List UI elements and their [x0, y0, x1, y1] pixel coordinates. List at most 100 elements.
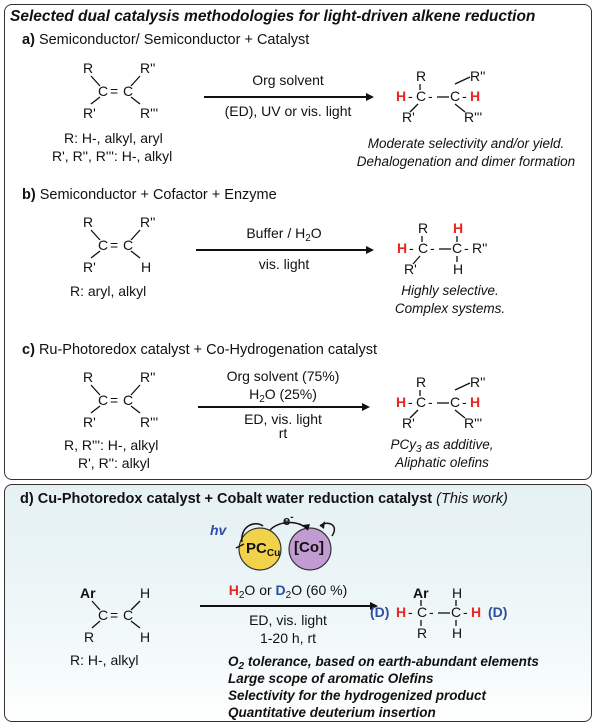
- b-product-R2: R'': [472, 240, 488, 256]
- a-product-C2: C: [450, 88, 461, 104]
- c-reaction-arrow: [198, 403, 370, 410]
- b-r-label-1: R: aryl, alkyl: [70, 283, 147, 299]
- a-reactant-C1: C: [98, 83, 109, 99]
- a-reactant-double-bond: =: [110, 83, 119, 99]
- d-product-dash-3: -: [463, 604, 468, 620]
- c-product-dash-1: -: [408, 394, 413, 410]
- co-label: [Co]: [294, 539, 324, 556]
- d-product-D-left: (D): [370, 604, 390, 620]
- c-condition-top-2: H2O (25%): [249, 386, 317, 405]
- section-d-heading: d) Cu-Photoredox catalyst + Cobalt water…: [20, 491, 508, 507]
- electron-label: e-: [283, 512, 294, 528]
- b-product-H-top: H: [453, 220, 464, 236]
- a-note-1: Moderate selectivity and/or yield.: [367, 136, 565, 151]
- a-product-R: R: [416, 68, 427, 84]
- b-reactant-R2: R'': [140, 214, 156, 230]
- figure-title: Selected dual catalysis methodologies fo…: [10, 8, 536, 25]
- d-product-dash-1: -: [408, 604, 413, 620]
- b-note-1: Highly selective.: [401, 283, 499, 298]
- d-product-H-top: H: [452, 585, 463, 601]
- c-reactant-R: R: [83, 369, 94, 385]
- a-product-dash-2: -: [428, 88, 433, 104]
- d-product-C2: C: [451, 604, 462, 620]
- d-product-D-right: (D): [488, 604, 508, 620]
- pc-cu-label: PCCu: [246, 540, 281, 559]
- a-product-H-left: H: [396, 88, 407, 104]
- c-reactant-R1: R': [83, 414, 96, 430]
- co-circle: [288, 527, 332, 571]
- b-product-R: R: [418, 220, 429, 236]
- d-reactant-Ar: Ar: [80, 585, 96, 601]
- a-reactant-R1: R': [83, 105, 96, 121]
- a-product-R3: R''': [464, 109, 483, 125]
- b-condition-bottom: vis. light: [258, 256, 310, 272]
- top-panel: [4, 4, 592, 480]
- c-product-R2: R'': [470, 374, 486, 390]
- hv-arrow-head-line: [235, 543, 245, 549]
- a-reactant-R3: R''': [140, 105, 159, 121]
- pc-cu-circle: [238, 527, 282, 571]
- b-reactant-R: R: [83, 214, 94, 230]
- c-product-C2: C: [450, 394, 461, 410]
- b-product-C1: C: [418, 240, 429, 256]
- b-product-dash-3: -: [464, 240, 469, 256]
- b-product-R1: R': [404, 261, 417, 277]
- d-feature-4: Quantitative deuterium insertion: [228, 705, 436, 720]
- b-product-C2: C: [452, 240, 463, 256]
- a-condition-top: Org solvent: [252, 72, 324, 88]
- b-reaction-arrow: [196, 246, 374, 253]
- a-product-C1: C: [416, 88, 427, 104]
- d-feature-3: Selectivity for the hydrogenized product: [228, 688, 487, 703]
- d-reactant-H-bottom: H: [140, 629, 151, 645]
- a-reactant-C2: C: [123, 83, 134, 99]
- b-product-H-bottom: H: [453, 261, 464, 277]
- c-product-dash-3: -: [462, 394, 467, 410]
- d-reaction-arrow: [200, 602, 378, 609]
- c-reactant-R3: R''': [140, 414, 159, 430]
- d-reactant-C1: C: [98, 607, 109, 623]
- c-product-dash-2: -: [428, 394, 433, 410]
- c-reactant-R2: R'': [140, 369, 156, 385]
- c-condition-top-1: Org solvent (75%): [226, 368, 340, 384]
- section-a-heading: a) Semiconductor/ Semiconductor + Cataly…: [22, 32, 310, 48]
- d-reactant-double-bond: =: [110, 607, 119, 623]
- a-product-H-right: H: [470, 88, 481, 104]
- b-reactant-R1: R': [83, 259, 96, 275]
- hv-label: hv: [210, 522, 227, 538]
- a-reaction-arrow: [204, 93, 374, 100]
- c-product-H-right: H: [470, 394, 481, 410]
- a-reactant-R2: R'': [140, 60, 156, 76]
- c-product-R1: R': [402, 415, 415, 431]
- electron-transfer-arrow: [269, 521, 309, 531]
- b-reactant-H: H: [141, 259, 152, 275]
- d-reactant-H-top: H: [140, 585, 151, 601]
- c-note-2: Aliphatic olefins: [395, 455, 489, 470]
- a-product-dash-3: -: [462, 88, 467, 104]
- b-note-2: Complex systems.: [394, 301, 506, 316]
- d-product-Ar: Ar: [413, 585, 429, 601]
- a-product-R1: R': [402, 109, 415, 125]
- d-condition-bottom-1: ED, vis. light: [249, 612, 327, 628]
- d-product-R: R: [417, 625, 428, 641]
- b-reactant-double-bond: =: [110, 237, 119, 253]
- c-reactant-double-bond: =: [110, 392, 119, 408]
- c-product-R: R: [416, 374, 427, 390]
- d-product-H-left: H: [396, 604, 407, 620]
- a-reactant-R: R: [83, 60, 94, 76]
- d-catalyst-cycle: [235, 521, 336, 571]
- c-product-H-left: H: [396, 394, 407, 410]
- section-b-heading: b) Semiconductor + Cofactor + Enzyme: [22, 187, 277, 203]
- a-note-2: Dehalogenation and dimer formation: [356, 154, 576, 169]
- d-product-H-right: H: [471, 604, 482, 620]
- b-product-dash-1: -: [409, 240, 414, 256]
- d-product-dash-2: -: [429, 604, 434, 620]
- d-condition-bottom-2: 1-20 h, rt: [259, 630, 317, 646]
- c-r-label-2: R', R'': alkyl: [78, 455, 150, 471]
- a-r-label-2: R', R'', R''': H-, alkyl: [52, 148, 173, 164]
